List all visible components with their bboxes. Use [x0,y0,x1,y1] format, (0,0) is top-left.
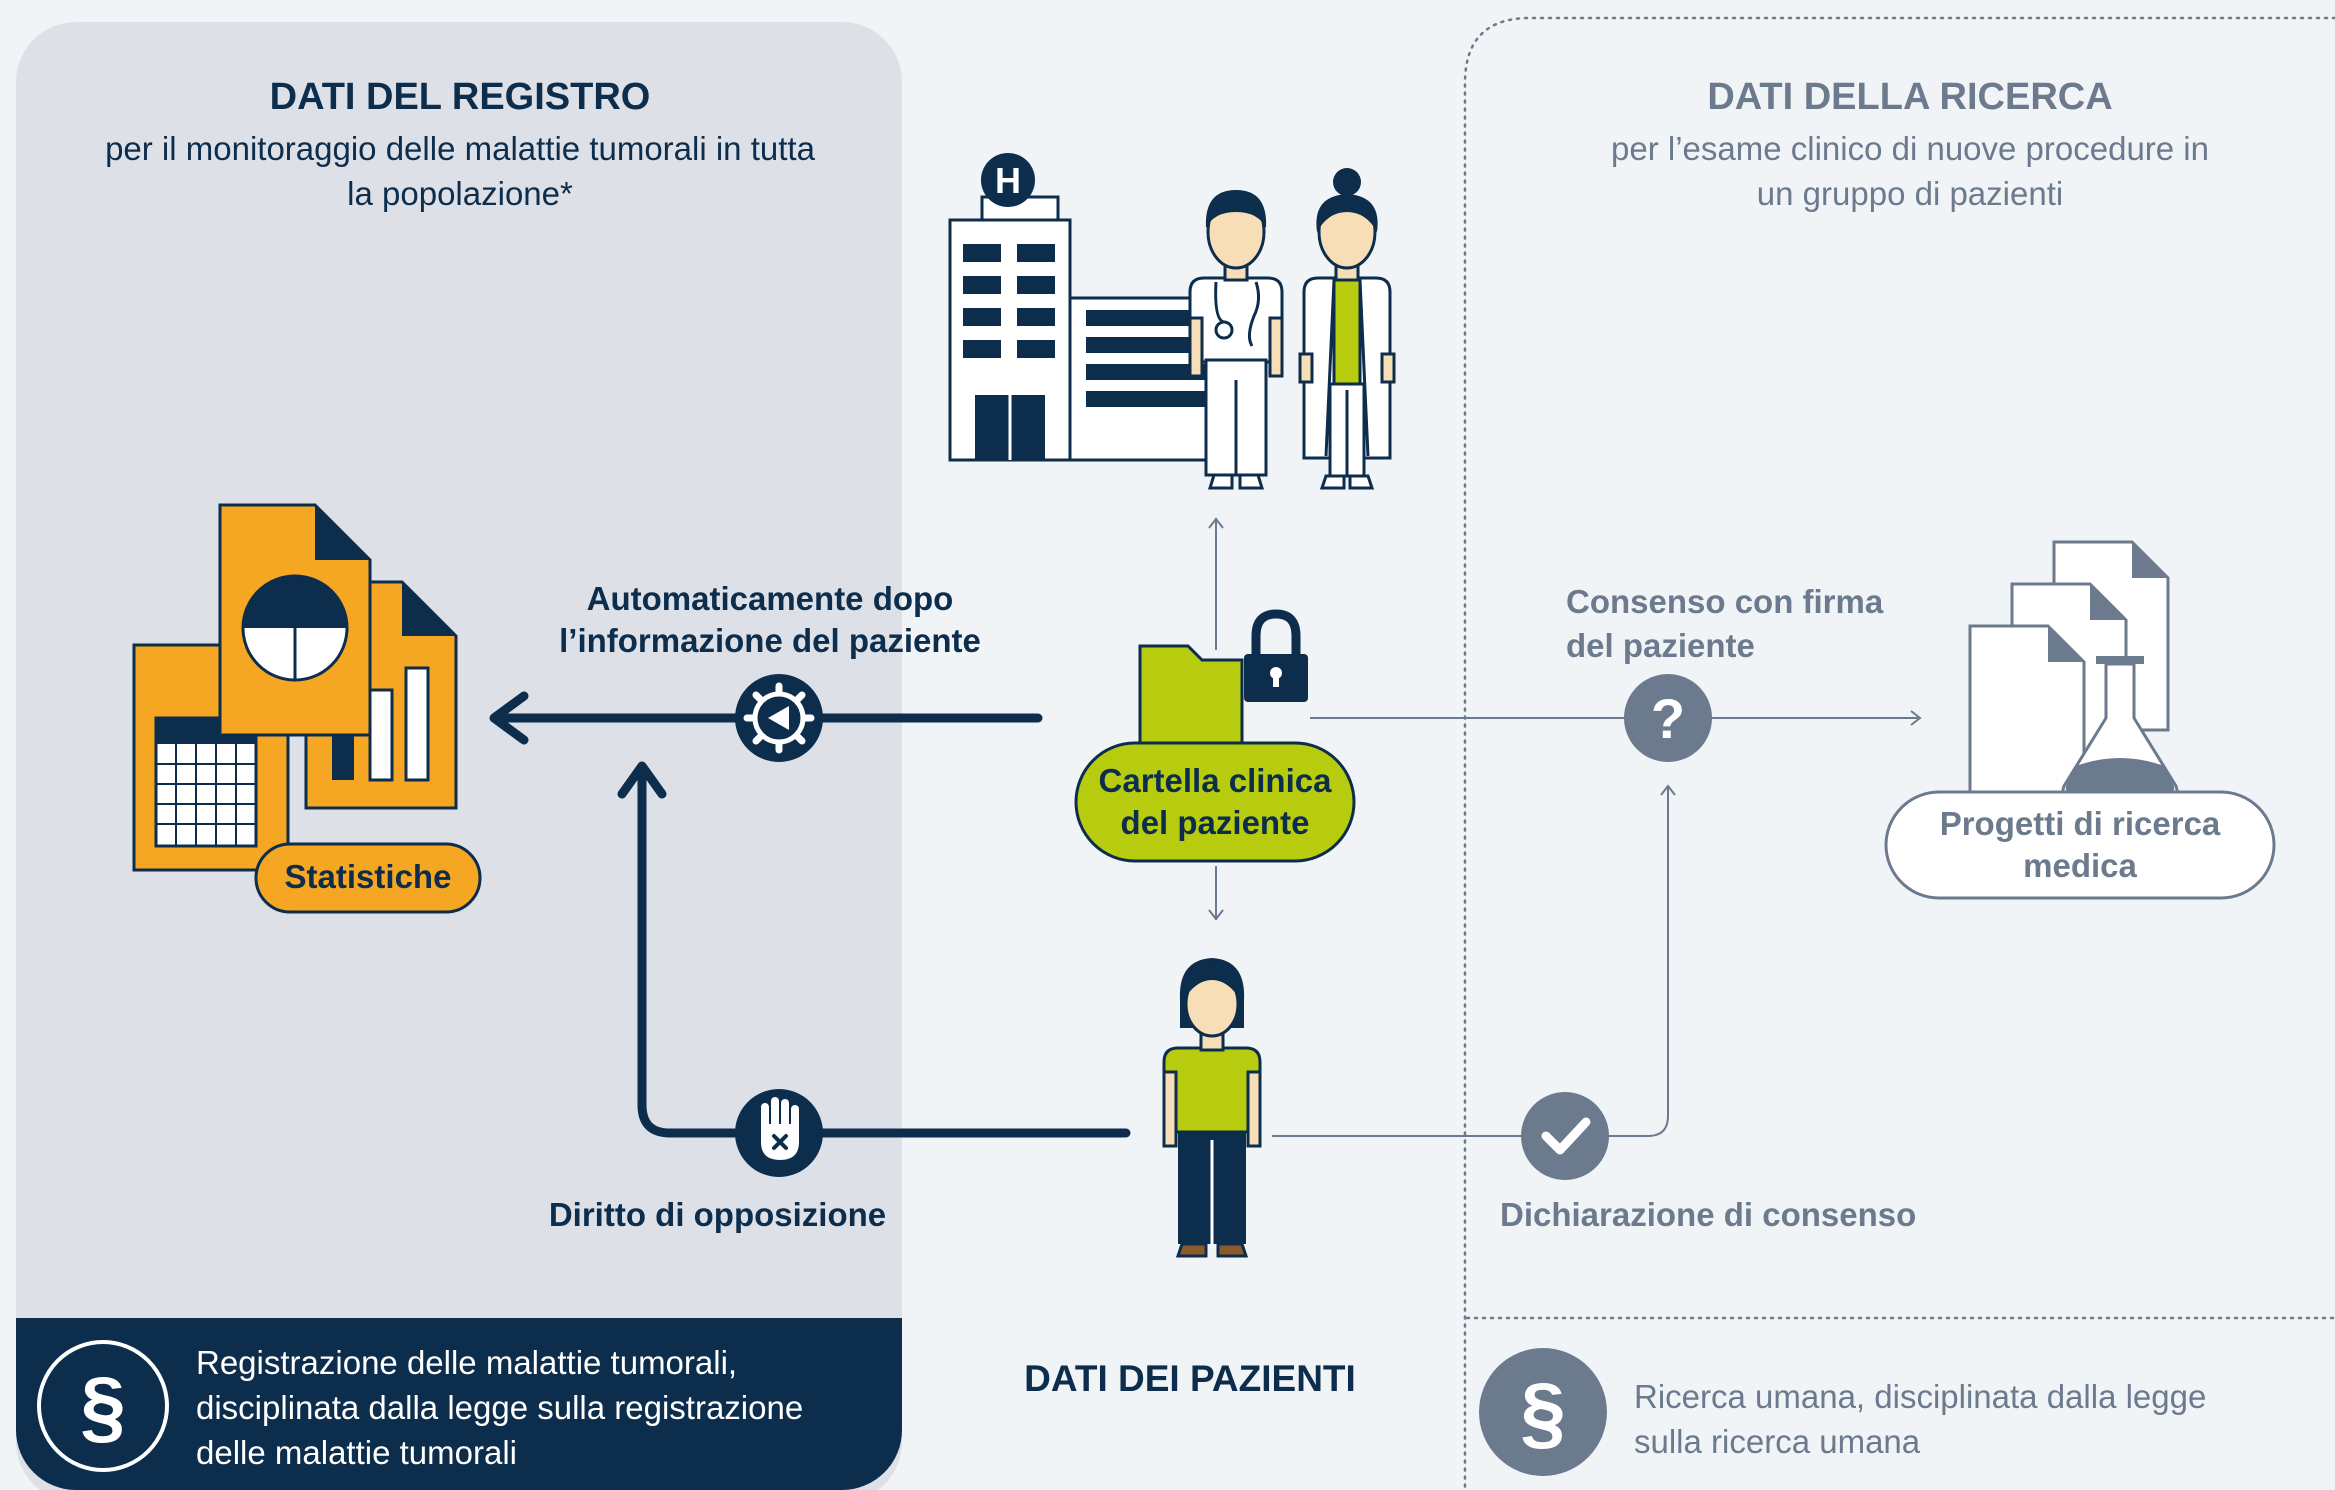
auto-transfer-label: Automaticamente dopo l’informazione del … [520,578,1020,662]
registry-law-section-icon: § [37,1340,169,1472]
patient-record-label-line1: Cartella clinica [1098,762,1332,799]
research-projects-label-line2: medica [2023,847,2137,884]
connector-record-to-hospital [1208,517,1224,650]
patient-record-label: Cartella clinica del paziente [1076,760,1354,844]
consent-declaration-label: Dichiarazione di consenso [1500,1196,1917,1233]
research-documents-icon [1884,540,2276,900]
registry-law-text: Registrazione delle malattie tumorali, d… [196,1340,886,1475]
doctor-figure-icon [1188,190,1284,490]
gear-icon [735,674,823,762]
patient-record-badge [1074,741,1356,863]
research-subtitle-line1: per l’esame clinico di nuove procedure i… [1611,130,2209,167]
research-subtitle: per l’esame clinico di nuove procedure i… [1510,126,2310,216]
consent-signature-label-line2: del paziente [1566,627,1755,664]
research-projects-label: Progetti di ricerca medica [1886,803,2274,887]
question-glyph: ? [1651,687,1685,750]
registry-law-text-line1: Registrazione delle malattie tumorali, [196,1344,738,1381]
research-law-section-icon: § [1479,1348,1607,1476]
statistics-documents-icon [132,503,482,914]
connector-record-to-patient [1208,866,1224,921]
registry-law-text-line3: delle malattie tumorali [196,1434,517,1471]
statistics-badge [254,842,482,914]
research-title: DATI DELLA RICERCA [1707,76,2113,118]
patient-data-title: DATI DEI PAZIENTI [1024,1358,1356,1399]
registry-subtitle: per il monitoraggio delle malattie tumor… [40,126,880,216]
patient-record-folder-icon [1074,644,1356,863]
consent-signature-label-line1: Consenso con firma [1566,583,1884,620]
registry-law-glyph: § [80,1361,126,1452]
connector-patient-to-consent [1272,784,1676,1137]
research-law-text-line2: sulla ricerca umana [1634,1423,1921,1460]
registry-law-footer [16,1318,902,1490]
research-projects-label-line1: Progetti di ricerca [1939,805,2221,842]
registry-subtitle-line1: per il monitoraggio delle malattie tumor… [105,130,815,167]
registry-law-text-line2: disciplinata dalla legge sulla registraz… [196,1389,804,1426]
registry-panel [16,22,902,1490]
patient-figure-icon [1162,958,1262,1258]
research-law-text: Ricerca umana, disciplinata dalla legge … [1634,1374,2314,1464]
consent-signature-label: Consenso con firma del paziente [1566,580,1966,668]
research-law-text-line1: Ricerca umana, disciplinata dalla legge [1634,1378,2207,1415]
research-projects-badge [1884,790,2276,900]
auto-transfer-label-line1: Automaticamente dopo [586,580,954,617]
registry-subtitle-line2: la popolazione* [347,175,573,212]
lock-icon [1244,609,1308,702]
hospital-icon: H [948,153,1232,462]
research-panel [1463,16,2335,1490]
research-subtitle-line2: un gruppo di pazienti [1756,175,2064,212]
objection-label: Diritto di opposizione [548,1196,887,1233]
hospital-sign [981,153,1035,207]
hospital-sign-letter: H [995,160,1021,201]
auto-transfer-label-line2: l’informazione del paziente [559,622,981,659]
registry-title: DATI DEL REGISTRO [269,76,651,118]
statistics-label: Statistiche [284,858,452,895]
objection-flow-arrow [617,761,1131,1138]
check-icon [1521,1092,1609,1180]
patient-record-label-line2: del paziente [1120,804,1310,841]
research-law-glyph: § [1520,1367,1566,1458]
doctor-female-figure-icon [1298,168,1396,490]
connector-record-to-research [1310,710,1922,726]
question-icon: ? [1624,674,1712,762]
stop-hand-icon [735,1089,823,1177]
